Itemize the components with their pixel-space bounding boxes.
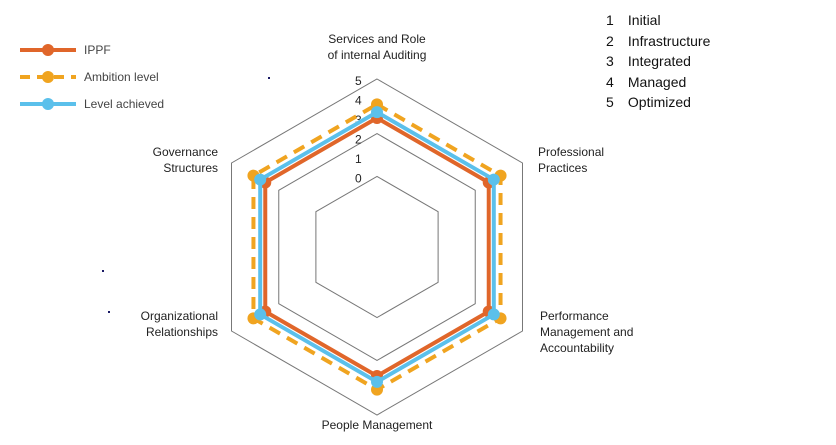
chart-legend: IPPF Ambition level Level achieved [18, 36, 164, 117]
scale-label: Optimized [627, 94, 691, 110]
grid-ring-1 [278, 132, 476, 362]
scale-item: 4 Managed [606, 74, 710, 95]
legend-swatch-ippf [20, 43, 76, 56]
scale-tick-label: 2 [355, 132, 362, 146]
scale-label: Initial [627, 12, 661, 28]
scale-number: 3 [606, 53, 614, 69]
stray-dot [108, 311, 110, 313]
axis-label-line: Management and [540, 325, 633, 339]
series-2-point-1 [487, 173, 500, 186]
scale-tick-label: 1 [355, 152, 362, 166]
grid-ring-0 [315, 175, 439, 319]
axis-label-line: Governance [153, 145, 219, 159]
legend-label-achieved: Level achieved [84, 96, 165, 111]
legend-item-achieved: Level achieved [18, 90, 164, 117]
maturity-scale-legend: 1 Initial 2 Infrastructure 3 Integrated … [606, 12, 710, 115]
axis-label-line: Practices [538, 161, 587, 175]
series-2-point-4 [254, 308, 267, 321]
axis-label-line: Professional [538, 145, 604, 159]
stray-dot [102, 270, 104, 272]
legend-swatch-achieved [20, 97, 76, 110]
scale-tick-label: 5 [355, 74, 362, 88]
legend-item-ambition: Ambition level [18, 63, 164, 90]
scale-label: Infrastructure [627, 32, 711, 49]
scale-tick-label: 0 [355, 171, 362, 185]
legend-label-ippf: IPPF [84, 42, 111, 57]
axis-label-line: Relationships [146, 325, 218, 339]
axis-label-line: Performance [540, 309, 609, 323]
axis-label-line: Accountability [540, 341, 614, 355]
scale-label: Managed [627, 73, 687, 90]
axis-label-line: Services and Role [328, 32, 426, 46]
scale-item: 1 Initial [606, 12, 710, 33]
scale-item: 5 Optimized [606, 94, 710, 115]
axis-label-line: of internal Auditing [328, 48, 427, 62]
scale-tick-label: 3 [355, 113, 362, 127]
grid-ring-2 [231, 78, 523, 416]
scale-label: Integrated [627, 53, 691, 69]
series-2-point-3 [371, 375, 383, 388]
series-2-point-0 [371, 106, 383, 119]
legend-label-ambition: Ambition level [84, 69, 159, 84]
scale-tick-label: 4 [355, 93, 362, 107]
scale-number: 4 [606, 73, 614, 90]
scale-number: 2 [606, 32, 614, 49]
scale-item: 2 Infrastructure [606, 33, 710, 54]
axis-label-line: People Management [322, 418, 433, 432]
series-line-1 [251, 102, 503, 392]
axis-label-line: Organizational [141, 309, 218, 323]
legend-swatch-ambition [20, 70, 76, 83]
series-2-point-5 [254, 173, 267, 186]
axis-label-0: Services and Role of internal Auditing [328, 32, 427, 62]
axis-label-line: Structures [163, 161, 218, 175]
scale-item: 3 Integrated [606, 53, 710, 74]
scale-number: 1 [606, 12, 614, 28]
axis-label-3: People Management [322, 418, 433, 432]
series-2-point-2 [487, 308, 500, 321]
scale-number: 5 [606, 94, 614, 110]
legend-item-ippf: IPPF [18, 36, 164, 63]
stray-dot [268, 77, 270, 79]
